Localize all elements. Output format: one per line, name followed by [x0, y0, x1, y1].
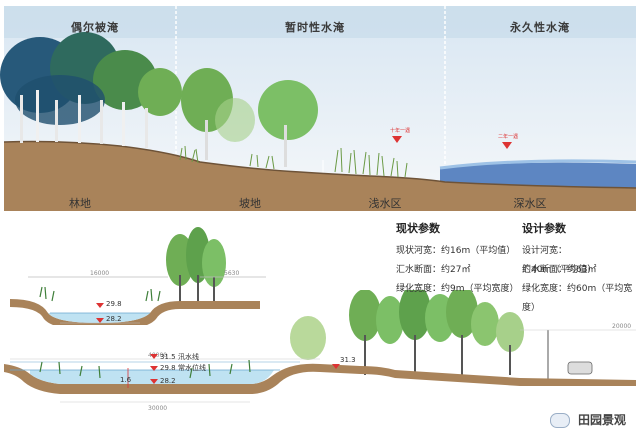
design-params: 设计参数 设计河宽：约40m（平均值） 汇水断面：约63㎡ 绿化宽度：约60m（… [522, 220, 640, 313]
current-params: 现状参数 现状河宽：约16m（平均值） 汇水断面：约27㎡ 绿化宽度：约9m（平… [396, 220, 519, 299]
forest-trees [0, 32, 182, 148]
level-lower: 28.2 [106, 315, 122, 323]
soil-profile [4, 141, 636, 211]
design-reeds [39, 359, 251, 379]
current-params-title: 现状参数 [396, 222, 440, 235]
slope-trees [181, 68, 318, 167]
design-param-row: 绿化宽度：约60m（平均宽度） [522, 284, 633, 313]
zone-title-temporary: 暂时性水淹 [285, 21, 345, 34]
ground-label-shallow: 浅水区 [368, 197, 402, 210]
level-bank: 31.3 [340, 356, 356, 364]
zone-title-permanent: 永久性水淹 [510, 21, 570, 34]
zone-title-occasional: 偶尔被淹 [71, 21, 119, 34]
flood-marker-two-year: 二年一遇 [498, 133, 518, 149]
level-flood: 31.5 [160, 353, 176, 361]
watermark: 田园景观 [549, 411, 626, 428]
flood-marker-ten-year: 十年一遇 [390, 127, 410, 143]
svg-text:二年一遇: 二年一遇 [498, 133, 518, 140]
current-param-row: 汇水断面：约27㎡ [396, 265, 471, 275]
dim-total: 40000 [148, 352, 167, 359]
design-water [30, 370, 274, 384]
car-icon [567, 361, 593, 375]
zone-header-band [4, 6, 636, 38]
current-param-row: 现状河宽：约16m（平均值） [396, 246, 516, 256]
label-flood: 汛水线 [178, 352, 199, 361]
soil-line [3, 140, 637, 189]
ground-label-slope: 坡地 [239, 197, 261, 210]
level-normal: 29.8 [160, 364, 176, 372]
reeds [179, 145, 408, 178]
design-param-row: 汇水断面：约63㎡ [522, 265, 597, 275]
design-section-diagram: 40000 30000 20000 1.6 31.5 汛水线 29.8 常水位线… [4, 290, 636, 412]
current-section-diagram: 16000 5630 29.8 28.2 12000 [10, 227, 266, 325]
ground-label-forest: 林地 [69, 197, 91, 210]
current-section-trees [166, 227, 226, 307]
dim-right: 20000 [612, 323, 631, 330]
svg-text:十年一遇: 十年一遇 [390, 127, 410, 134]
depth-value: 1.6 [120, 376, 132, 384]
design-soil [4, 363, 636, 394]
dim-width-top: 16000 [90, 270, 109, 277]
current-param-row: 绿化宽度：约9m（平均宽度） [396, 284, 519, 294]
ground-label-deep: 深水区 [513, 197, 547, 210]
top-section-illustration: 十年一遇 二年一遇 [0, 6, 637, 211]
design-param-row: 设计河宽：约40m（平均值） [522, 246, 597, 275]
dim-side: 5630 [224, 270, 239, 277]
level-bed: 28.2 [160, 377, 176, 385]
water-surface [439, 159, 637, 170]
design-params-title: 设计参数 [522, 222, 566, 235]
dim-bottom-design: 30000 [148, 405, 167, 412]
wechat-icon [549, 413, 570, 428]
level-upper: 29.8 [106, 300, 122, 308]
label-normal: 常水位线 [178, 363, 206, 372]
design-section-trees [290, 290, 524, 375]
